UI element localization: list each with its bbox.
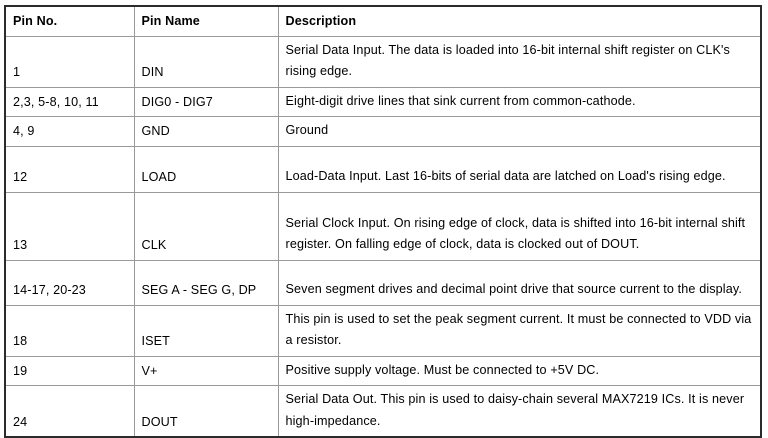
column-header-pin-no-label: Pin No. [13, 14, 58, 28]
table-header-row: Pin No. Pin Name Description [4, 5, 762, 37]
pin-name-value: LOAD [141, 170, 177, 184]
description-value: Positive supply voltage. Must be connect… [285, 362, 600, 377]
cell-description: This pin is used to set the peak segment… [277, 304, 762, 357]
table-row: 1 DIN Serial Data Input. The data is loa… [4, 35, 762, 88]
table-row: 24 DOUT Serial Data Out. This pin is use… [4, 385, 762, 438]
pin-no-value: 18 [13, 334, 28, 348]
cell-pin-no: 18 [4, 304, 135, 357]
pin-no-value: 2,3, 5-8, 10, 11 [13, 94, 99, 109]
table-row: 2,3, 5-8, 10, 11 DIG0 - DIG7 Eight-digit… [4, 86, 762, 117]
cell-pin-name: DIN [133, 35, 279, 88]
pin-no-value: 14-17, 20-23 [13, 283, 86, 297]
pin-name-value: DIN [141, 65, 164, 79]
pin-no-value: 4, 9 [13, 124, 35, 138]
cell-description: Serial Data Input. The data is loaded in… [277, 35, 762, 88]
cell-pin-no: 2,3, 5-8, 10, 11 [4, 86, 135, 117]
cell-pin-no: 1 [4, 35, 135, 88]
document-page: Pin No. Pin Name Description 1 DIN [0, 5, 768, 438]
cell-pin-no: 24 [4, 385, 135, 438]
cell-pin-name: LOAD [133, 145, 279, 193]
pin-no-value: 24 [13, 414, 28, 429]
table-body: 1 DIN Serial Data Input. The data is loa… [4, 35, 762, 438]
description-value: Eight-digit drive lines that sink curren… [285, 93, 636, 108]
table-row: 4, 9 GND Ground [4, 116, 762, 147]
pin-description-table: Pin No. Pin Name Description 1 DIN [4, 5, 762, 438]
cell-pin-name: SEG A - SEG G, DP [133, 259, 279, 306]
column-header-pin-name-label: Pin Name [141, 14, 200, 28]
pin-no-value: 12 [13, 170, 28, 184]
table-row: 13 CLK Serial Clock Input. On rising edg… [4, 191, 762, 261]
table-header: Pin No. Pin Name Description [4, 5, 762, 37]
cell-pin-name: DIG0 - DIG7 [133, 86, 279, 117]
description-value: Serial Data Input. The data is loaded in… [285, 42, 730, 79]
cell-description: Serial Clock Input. On rising edge of cl… [277, 191, 762, 261]
description-value: Serial Data Out. This pin is used to dai… [285, 392, 745, 428]
cell-pin-name: DOUT [133, 385, 279, 438]
pin-name-value: V+ [141, 363, 158, 378]
pin-no-value: 19 [13, 363, 28, 378]
pin-name-value: ISET [141, 334, 170, 348]
pin-no-value: 13 [13, 238, 28, 252]
cell-pin-no: 14-17, 20-23 [4, 259, 135, 306]
cell-pin-name: CLK [133, 191, 279, 261]
pin-name-value: SEG A - SEG G, DP [141, 283, 257, 297]
description-value: Serial Clock Input. On rising edge of cl… [285, 215, 746, 252]
pin-no-value: 1 [13, 65, 21, 79]
pin-name-value: DIG0 - DIG7 [141, 94, 213, 109]
cell-pin-name: ISET [133, 304, 279, 357]
cell-description: Serial Data Out. This pin is used to dai… [277, 385, 762, 438]
cell-pin-no: 12 [4, 145, 135, 193]
column-header-description-label: Description [285, 14, 357, 28]
table-row: 14-17, 20-23 SEG A - SEG G, DP Seven seg… [4, 259, 762, 306]
description-value: Ground [285, 123, 329, 137]
description-value: Load-Data Input. Last 16-bits of serial … [285, 169, 726, 183]
cell-description: Load-Data Input. Last 16-bits of serial … [277, 145, 762, 193]
cell-pin-name: GND [133, 116, 279, 147]
description-value: Seven segment drives and decimal point d… [285, 282, 742, 296]
pin-name-value: GND [141, 124, 170, 138]
cell-pin-name: V+ [133, 355, 279, 386]
description-value: This pin is used to set the peak segment… [285, 311, 752, 348]
cell-pin-no: 4, 9 [4, 116, 135, 147]
column-header-description: Description [277, 5, 762, 37]
column-header-pin-no: Pin No. [4, 5, 135, 37]
table-row: 18 ISET This pin is used to set the peak… [4, 304, 762, 357]
cell-pin-no: 13 [4, 191, 135, 261]
cell-description: Positive supply voltage. Must be connect… [277, 355, 762, 386]
table-row: 19 V+ Positive supply voltage. Must be c… [4, 355, 762, 386]
cell-description: Ground [277, 116, 762, 147]
pin-name-value: DOUT [141, 414, 178, 429]
cell-pin-no: 19 [4, 355, 135, 386]
pin-name-value: CLK [141, 238, 167, 252]
cell-description: Seven segment drives and decimal point d… [277, 259, 762, 306]
column-header-pin-name: Pin Name [133, 5, 279, 37]
cell-description: Eight-digit drive lines that sink curren… [277, 86, 762, 117]
table-row: 12 LOAD Load-Data Input. Last 16-bits of… [4, 145, 762, 193]
